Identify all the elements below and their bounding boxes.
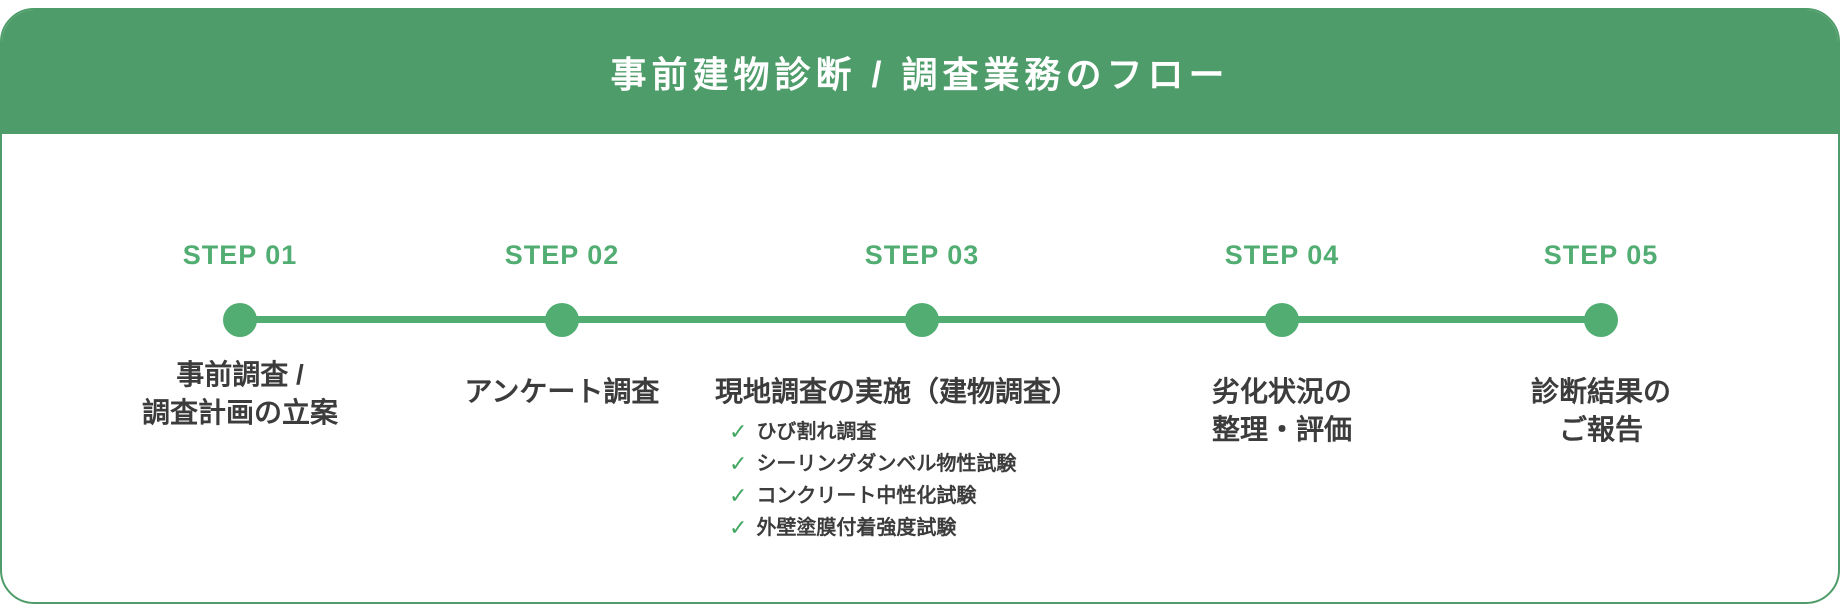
page-title: 事前建物診断 / 調査業務のフロー xyxy=(610,54,1230,95)
step-1-title-line-1: 事前調査 / xyxy=(176,359,304,390)
step-2-dot-icon xyxy=(545,303,579,337)
step-3-title-line-1: 現地調査の実施（建物調査） xyxy=(715,376,1080,407)
step-2-title: アンケート調査 xyxy=(372,373,752,411)
step-5-dot-icon xyxy=(1584,303,1618,337)
step-3-label: STEP 03 xyxy=(864,240,980,270)
checkmark-icon: ✓ xyxy=(729,419,748,444)
step-5-title: 診断結果の ご報告 xyxy=(1411,373,1791,449)
step-4-label: STEP 04 xyxy=(1224,240,1340,270)
step-5-label: STEP 05 xyxy=(1543,240,1659,270)
checklist-item-label: コンクリート中性化試験 xyxy=(756,485,977,507)
process-timeline: STEP 01 事前調査 / 調査計画の立案 STEP 02 アンケート調査 S… xyxy=(2,134,1838,602)
flow-card: 事前建物診断 / 調査業務のフロー STEP 01 事前調査 / 調査計画の立案… xyxy=(0,8,1840,604)
step-2-title-line-1: アンケート調査 xyxy=(464,376,660,407)
checkmark-icon: ✓ xyxy=(729,451,748,476)
checkmark-icon: ✓ xyxy=(729,515,748,540)
step-3-dot-icon xyxy=(905,303,939,337)
step-4-dot-icon xyxy=(1265,303,1299,337)
card-header: 事前建物診断 / 調査業務のフロー xyxy=(2,10,1838,134)
step-1-title: 事前調査 / 調査計画の立案 xyxy=(50,356,430,432)
checklist-item-label: ひび割れ調査 xyxy=(756,421,877,443)
step-4-title-line-1: 劣化状況の xyxy=(1211,376,1352,407)
checklist-item: ✓ ひび割れ調査 xyxy=(729,416,1129,448)
step-3-checklist: ✓ ひび割れ調査 ✓ シーリングダンベル物性試験 ✓ コンクリート中性化試験 ✓… xyxy=(729,416,1129,544)
step-3-title: 現地調査の実施（建物調査） xyxy=(715,373,1095,411)
checklist-item-label: シーリングダンベル物性試験 xyxy=(756,453,1017,475)
step-5-title-line-1: 診断結果の xyxy=(1530,376,1671,407)
step-4-title-line-2: 整理・評価 xyxy=(1211,414,1352,445)
step-1-label: STEP 01 xyxy=(182,240,298,270)
checklist-item: ✓ 外壁塗膜付着強度試験 xyxy=(729,512,1129,544)
step-2-label: STEP 02 xyxy=(504,240,620,270)
checklist-item: ✓ シーリングダンベル物性試験 xyxy=(729,448,1129,480)
checklist-item-label: 外壁塗膜付着強度試験 xyxy=(756,517,957,539)
checkmark-icon: ✓ xyxy=(729,483,748,508)
checklist-item: ✓ コンクリート中性化試験 xyxy=(729,480,1129,512)
step-1-title-line-2: 調査計画の立案 xyxy=(141,397,338,428)
step-5-title-line-2: ご報告 xyxy=(1558,414,1643,445)
step-4-title: 劣化状況の 整理・評価 xyxy=(1092,373,1472,449)
step-1-dot-icon xyxy=(223,303,257,337)
